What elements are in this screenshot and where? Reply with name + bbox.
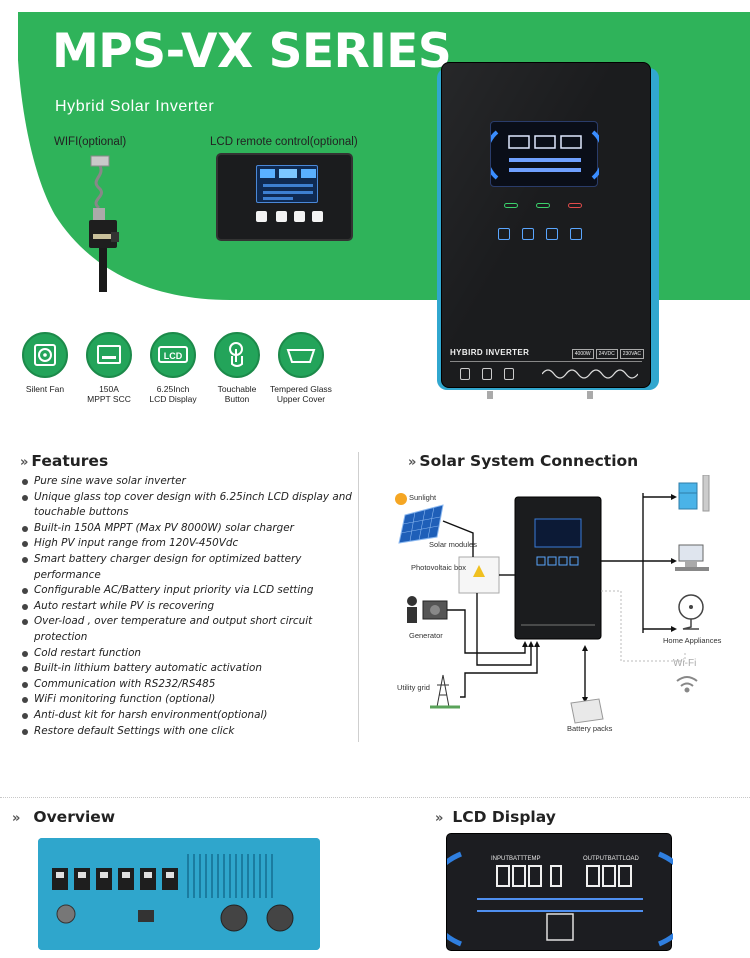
generator-icon (407, 596, 448, 623)
pv-box-label: Photovoltaic box (411, 563, 467, 572)
list-item: Restore default Settings with one click (22, 724, 352, 740)
lcd-display-heading: »LCD Display (435, 808, 556, 826)
pv-box-icon (458, 556, 500, 594)
utility-grid-icon (430, 674, 460, 709)
lcd-output-label: OUTPUTBATTLOAD (583, 856, 640, 862)
list-item: Built-in lithium battery automatic activ… (22, 661, 352, 677)
battery-packs-label: Battery packs (567, 724, 613, 733)
list-item: Unique glass top cover design with 6.25i… (22, 490, 352, 521)
sunlight-label: Sunlight (409, 493, 437, 502)
touch-icon (229, 342, 243, 367)
inverter-icon (514, 496, 602, 640)
list-item: Communication with RS232/RS485 (22, 677, 352, 693)
remote-button-back (256, 211, 267, 222)
battery-pack-icon (570, 698, 604, 724)
horizontal-divider (0, 797, 750, 798)
wifi-dongle-image (75, 148, 145, 298)
wifi-option-label: WIFI(optional) (54, 136, 127, 148)
computer-icon (675, 544, 709, 571)
list-item: Anti-dust kit for harsh environment(opti… (22, 708, 352, 724)
list-item: Cold restart function (22, 646, 352, 662)
feature-lcd: LCD 6.25Inch LCD Display (142, 332, 204, 404)
glass-icon (286, 349, 316, 363)
inverter-tag: 4000W (571, 349, 594, 359)
inverter-label: HYBIRD INVERTER (450, 348, 530, 357)
vertical-divider (358, 452, 359, 742)
fridge-icon (678, 475, 710, 512)
inverter-lcd (484, 121, 606, 187)
wifi-label: Wi-Fi (673, 658, 697, 669)
feature-icon-label: 150A MPPT SCC (87, 384, 131, 405)
utility-grid-label: Utility grid (397, 683, 430, 692)
feature-icon-label: Touchable Button (217, 384, 257, 405)
page-title: MPS-VX SERIES (52, 24, 452, 79)
feature-silent-fan: Silent Fan (14, 332, 76, 394)
list-item: Auto restart while PV is recovering (22, 599, 352, 615)
lcd-input-label: INPUTBATTTEMP (491, 856, 541, 862)
remote-button-up (276, 211, 287, 222)
list-item: Built-in 150A MPPT (Max PV 8000W) solar … (22, 521, 352, 537)
warning-icon (460, 368, 470, 380)
lcd-display-image: INPUTBATTTEMP OUTPUTBATTLOAD (424, 833, 696, 951)
lcd-icon: LCD (158, 346, 188, 363)
lcd-remote-control-image (216, 153, 353, 241)
remote-button-down (294, 211, 305, 222)
list-item: Smart battery charger design for optimiz… (22, 552, 352, 583)
chevrons-icon: » (435, 811, 444, 826)
inverter-product-image: HYBIRD INVERTER 4000W 24VDC 230VAC (437, 58, 659, 399)
chevrons-icon: » (408, 455, 417, 470)
feature-icon-label: Tempered Glass Upper Cover (270, 384, 332, 405)
sine-wave-icon (542, 369, 638, 379)
lcd-remote-option-label: LCD remote control(optional) (210, 136, 358, 148)
feature-touch: Touchable Button (206, 332, 268, 404)
features-heading: »Features (20, 452, 109, 470)
feature-icon-label: Silent Fan (25, 384, 65, 394)
features-list: Pure sine wave solar inverter Unique gla… (22, 474, 352, 739)
feature-icons-row: Silent Fan 150A MPPT SCC LCD 6.25Inch LC… (14, 332, 334, 412)
fan-icon (34, 344, 56, 366)
home-appliances-label: Home Appliances (663, 636, 722, 645)
lcd-icon-glyph: LCD (164, 351, 183, 361)
list-item: Over-load , over temperature and output … (22, 614, 352, 645)
remote-button-enter (312, 211, 323, 222)
wifi-icon (676, 676, 698, 693)
sun-icon (395, 493, 407, 505)
list-item: High PV input range from 120V-450Vdc (22, 536, 352, 552)
generator-label: Generator (409, 631, 443, 640)
inverter-bottom-overview-image (38, 838, 320, 950)
solar-system-diagram: Sunlight Solar modules Photovoltaic box … (385, 475, 735, 745)
inverter-tag: 230VAC (619, 349, 644, 359)
page-subtitle: Hybrid Solar Inverter (55, 98, 215, 115)
overview-heading: »Overview (12, 808, 116, 826)
solar-panel-icon (398, 504, 444, 544)
solar-modules-label: Solar modules (429, 540, 477, 549)
list-item: Pure sine wave solar inverter (22, 474, 352, 490)
feature-glass: Tempered Glass Upper Cover (270, 332, 332, 404)
inverter-tag: 24VDC (595, 349, 618, 359)
list-item: WiFi monitoring function (optional) (22, 692, 352, 708)
remote-screen (256, 165, 318, 203)
mppt-icon (97, 345, 121, 364)
book-icon (504, 368, 514, 380)
solar-system-heading: »Solar System Connection (408, 452, 639, 470)
feature-mppt: 150A MPPT SCC (78, 332, 140, 404)
list-item: Configurable AC/Battery input priority v… (22, 583, 352, 599)
fan-appliance-icon (678, 594, 704, 630)
shield-icon (482, 368, 492, 380)
feature-icon-label: 6.25Inch LCD Display (149, 384, 197, 405)
chevrons-icon: » (12, 811, 21, 826)
chevrons-icon: » (20, 455, 29, 470)
